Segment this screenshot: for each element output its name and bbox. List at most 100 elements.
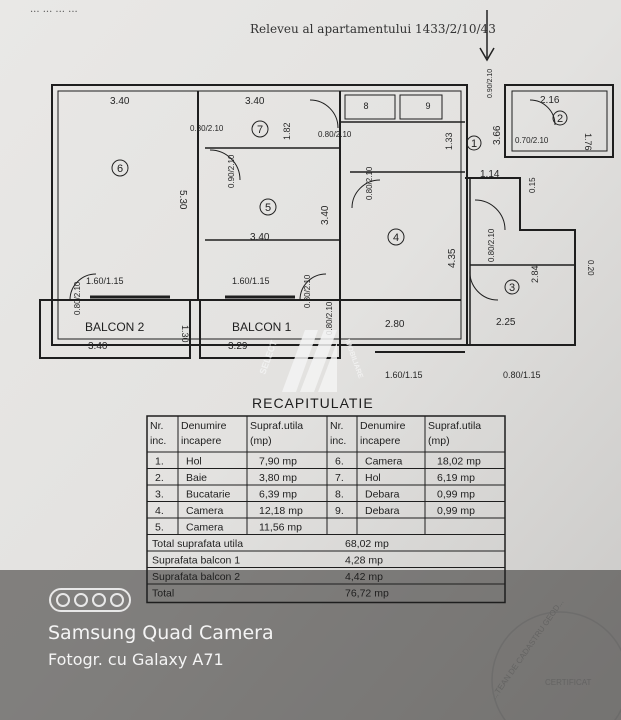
dim-window-a: 1.60/1.15 <box>86 276 124 286</box>
plan-title: Releveu al apartamentului 1433/2/10/43 <box>250 22 496 36</box>
table-cell: Camera <box>365 456 403 468</box>
dim-3-29: 3.29 <box>228 341 248 352</box>
room-5-label: 5 <box>265 202 271 214</box>
header-cell: Supraf.utila(mp) <box>250 420 303 447</box>
table-cell: Hol <box>186 456 202 468</box>
dim-5-30: 5.30 <box>177 190 188 210</box>
dim-door-b: 0.80/2.10 <box>318 130 352 139</box>
table-cell: 18,02 mp <box>437 456 481 468</box>
room-7-label: 7 <box>257 124 263 136</box>
top-left-fragment: ... ... ... ... <box>30 4 78 15</box>
dim-door-entrance: 0.90/2.10 <box>487 69 494 98</box>
walls <box>39 84 614 359</box>
total-label: Total suprafata utila <box>152 538 243 550</box>
total-value: 4,42 mp <box>345 571 383 583</box>
dim-2-80: 2.80 <box>385 319 405 330</box>
dim-window-b: 1.60/1.15 <box>232 276 270 286</box>
dim-door-h: 0.80/2.10 <box>303 274 312 308</box>
dim-1-14: 1.14 <box>480 169 500 180</box>
total-label: Suprafata balcon 2 <box>152 571 240 583</box>
table-cell: 3,80 mp <box>259 472 297 484</box>
table-cell: 3. <box>155 489 164 501</box>
room-2-label: 2 <box>557 113 563 125</box>
header-cell: Nr.inc. <box>330 420 346 447</box>
table-cell: 0,99 mp <box>437 489 475 501</box>
dim-door-g: 0.80/2.10 <box>73 281 82 315</box>
dim-4-35: 4.35 <box>447 248 458 268</box>
table-cell: 1. <box>155 456 164 468</box>
table-cell: 7. <box>335 472 344 484</box>
table-cell: 0,99 mp <box>437 505 475 517</box>
stamp-line: CERTIFICAT <box>545 678 591 687</box>
camera-mode-icon <box>49 588 131 612</box>
dim-1-76: 1.76 <box>583 133 593 151</box>
table-cell: Debara <box>365 489 400 501</box>
table-cell: 11,56 mp <box>259 522 302 534</box>
dim-1-82: 1.82 <box>282 122 292 140</box>
camera-caption: Samsung Quad Camera <box>48 622 274 644</box>
table-cell: 6. <box>335 456 344 468</box>
table-cell: Debara <box>365 505 400 517</box>
dim-1-33: 1.33 <box>444 132 454 150</box>
dim-2-25: 2.25 <box>496 317 516 328</box>
dim-door-a: 0.80/2.10 <box>190 124 224 133</box>
dim-3-40-d: 3.40 <box>250 232 270 243</box>
dim-door-d: 0.90/2.10 <box>227 154 236 188</box>
table-cell: Baie <box>186 472 207 484</box>
table-cell: 6,19 mp <box>437 472 475 484</box>
dim-door-c: 0.70/2.10 <box>515 136 549 145</box>
table-cell: 2. <box>155 472 164 484</box>
total-value: 68,02 mp <box>345 538 389 550</box>
table-cell: 6,39 mp <box>259 489 297 501</box>
watermark-logo: SELECT IMOBILIARE <box>257 330 364 392</box>
dim-3-40-b: 3.40 <box>245 96 265 107</box>
table-cell: 12,18 mp <box>259 505 303 517</box>
dim-window-c: 1.60/1.15 <box>385 370 423 380</box>
table-cell: Camera <box>186 522 224 534</box>
dim-door-i: 0.80/2.10 <box>325 301 334 335</box>
total-label: Suprafata balcon 1 <box>152 555 240 567</box>
table-frame <box>146 415 506 604</box>
header-cell: Supraf.utila(mp) <box>428 420 481 447</box>
header-cell: Nr.inc. <box>150 420 166 447</box>
room-8-label: 8 <box>363 101 368 111</box>
dim-3-66: 3.66 <box>492 125 503 145</box>
table-cell: Bucatarie <box>186 489 231 501</box>
room-3-label: 3 <box>509 282 515 294</box>
entrance-arrow-head <box>479 47 495 62</box>
room-1-label: 1 <box>471 138 477 150</box>
room-4-label: 4 <box>393 232 399 244</box>
dim-2-84: 2.84 <box>530 265 540 283</box>
dim-2-16: 2.16 <box>540 95 560 106</box>
table-cell: 5. <box>155 522 164 534</box>
table-cell: 7,90 mp <box>259 456 297 468</box>
dim-window-d: 0.80/1.15 <box>503 370 541 380</box>
dim-3-40-e: 3.40 <box>88 341 108 352</box>
balcon-1-label: BALCON 1 <box>232 320 292 334</box>
dim-door-f: 0.80/2.10 <box>487 228 496 262</box>
room-6-label: 6 <box>117 163 123 175</box>
table-cell: Hol <box>365 472 381 484</box>
total-value: 76,72 mp <box>345 588 389 600</box>
dim-3-40-a: 3.40 <box>110 96 130 107</box>
table-cell: 4. <box>155 505 164 517</box>
camera-model-caption: Fotogr. cu Galaxy A71 <box>48 650 224 669</box>
total-label: Total <box>152 588 174 600</box>
recap-title: RECAPITULATIE <box>252 395 374 411</box>
dim-0-15: 0.15 <box>528 177 537 193</box>
dim-door-e: 0.80/2.10 <box>365 166 374 200</box>
table-cell: 8. <box>335 489 344 501</box>
dim-3-40-c: 3.40 <box>320 205 331 225</box>
dim-0-20: 0.20 <box>586 260 595 276</box>
room-9-label: 9 <box>425 101 430 111</box>
dim-1-30: 1.30 <box>180 325 190 343</box>
table-cell: 9. <box>335 505 344 517</box>
balcon-2-label: BALCON 2 <box>85 320 145 334</box>
table-cell: Camera <box>186 505 224 517</box>
total-value: 4,28 mp <box>345 555 383 567</box>
